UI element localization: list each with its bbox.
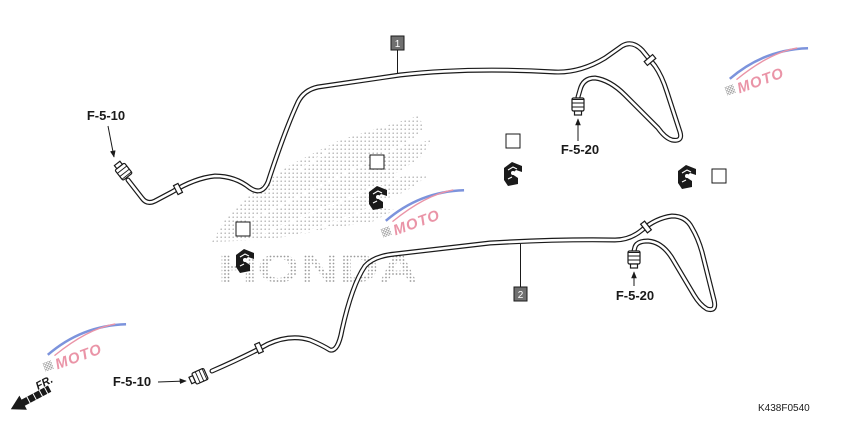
reference-lower-rear[interactable]: F-5-20 (616, 271, 654, 303)
nut-tip (629, 263, 639, 269)
clip-highlight (372, 190, 383, 204)
front-arrow-icon (10, 385, 52, 410)
callout-number: 1 (395, 39, 401, 50)
nut-tip (573, 110, 583, 116)
pipe-collar (639, 220, 653, 234)
pipe-collar (643, 53, 657, 67)
pipe-clip[interactable] (236, 249, 254, 273)
clip-highlight (239, 253, 250, 267)
reference-leader (157, 378, 187, 385)
pipe-fitting-nut (188, 367, 209, 385)
nut-flats (117, 165, 132, 180)
pipe-collar (172, 182, 184, 196)
logo-swoosh-pink (392, 189, 454, 223)
reference-label[interactable]: F-5-20 (616, 288, 654, 303)
arrow-shape (10, 385, 52, 410)
clip-hole (511, 171, 515, 175)
callout-number: 2 (518, 290, 524, 301)
callout-box[interactable] (390, 35, 405, 51)
clip-body (504, 162, 522, 186)
nut-tip (113, 160, 124, 170)
pipe-fitting-nut (113, 160, 133, 181)
reference-label[interactable]: F-5-10 (87, 108, 125, 123)
clip-body (236, 249, 254, 273)
wing-feather-lines (234, 139, 421, 237)
clip-body (369, 186, 387, 210)
clip-callout-box[interactable] (505, 133, 521, 149)
reference-upper-rear[interactable]: F-5-20 (561, 118, 599, 157)
callout-upper-pipe[interactable]: 1 (390, 35, 405, 73)
nut-flats (628, 252, 640, 261)
reference-leader (107, 125, 116, 158)
nut-tip (188, 374, 197, 385)
brake-pipe-1[interactable] (128, 44, 681, 203)
pipe-clip[interactable] (369, 186, 387, 210)
reference-label[interactable]: F-5-20 (561, 142, 599, 157)
pipe-collar (253, 341, 265, 355)
front-direction-indicator: FR. (10, 374, 55, 410)
nut-flats (194, 368, 208, 383)
brake-pipe-2[interactable] (212, 216, 715, 371)
honda-wing-watermark: HONDA (212, 116, 432, 291)
clip-hole (243, 258, 247, 262)
clip-hole (685, 174, 689, 178)
logo-swoosh-pink (54, 323, 116, 357)
callout-box[interactable] (513, 286, 528, 302)
clip-hole (376, 195, 380, 199)
front-label: FR. (34, 374, 55, 393)
clip-highlight (507, 166, 518, 180)
pipe-fitting-nut (571, 97, 585, 116)
logo-checker (42, 360, 54, 372)
pipe-clip[interactable] (678, 165, 696, 189)
clip-callout-box[interactable] (369, 154, 385, 170)
clip-callout-box[interactable] (711, 168, 727, 184)
logo-swoosh-blue (728, 46, 809, 80)
wing-shape (212, 116, 432, 242)
reference-label[interactable]: F-5-10 (113, 374, 151, 389)
moto-logo-watermark: MOTO (724, 46, 809, 97)
clip-body (678, 165, 696, 189)
figure-code: K438F0540 (758, 403, 810, 414)
clip-callout-box[interactable] (235, 221, 251, 237)
reference-lower-front[interactable]: F-5-10 (113, 374, 187, 389)
arrow-stripes (26, 387, 49, 404)
nut-flats (572, 99, 584, 108)
logo-checker (724, 84, 736, 96)
pipe-fitting-nut (627, 250, 641, 269)
logo-swoosh-blue (46, 322, 127, 356)
moto-logo-watermark: MOTO (42, 322, 127, 373)
logo-swoosh-pink (736, 47, 798, 81)
reference-upper-front[interactable]: F-5-10 (87, 108, 125, 158)
pipe-clip[interactable] (504, 162, 522, 186)
logo-swoosh-blue (384, 188, 465, 222)
clip-highlight (681, 169, 692, 183)
callout-lower-pipe[interactable]: 2 (513, 244, 528, 302)
logo-checker (380, 226, 392, 238)
